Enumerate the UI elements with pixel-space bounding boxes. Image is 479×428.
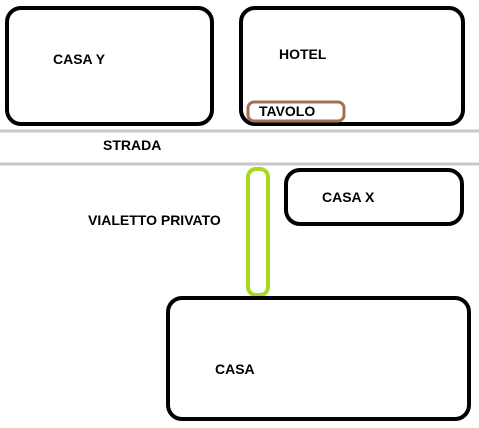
casa-y-building <box>5 6 214 126</box>
hotel-label: HOTEL <box>279 46 327 62</box>
casa-x-label: CASA X <box>322 189 375 205</box>
vialetto-path <box>246 167 270 297</box>
casa-y-label: CASA Y <box>53 51 106 67</box>
tavolo-label: TAVOLO <box>259 103 316 119</box>
hotel-building <box>239 6 465 126</box>
casa-x-building <box>284 168 464 226</box>
casa-building <box>166 296 471 421</box>
casa-label: CASA <box>215 361 255 377</box>
tavolo-box <box>246 100 346 123</box>
vialetto-label: VIALETTO PRIVATO <box>88 212 221 228</box>
strada-label: STRADA <box>103 137 162 153</box>
